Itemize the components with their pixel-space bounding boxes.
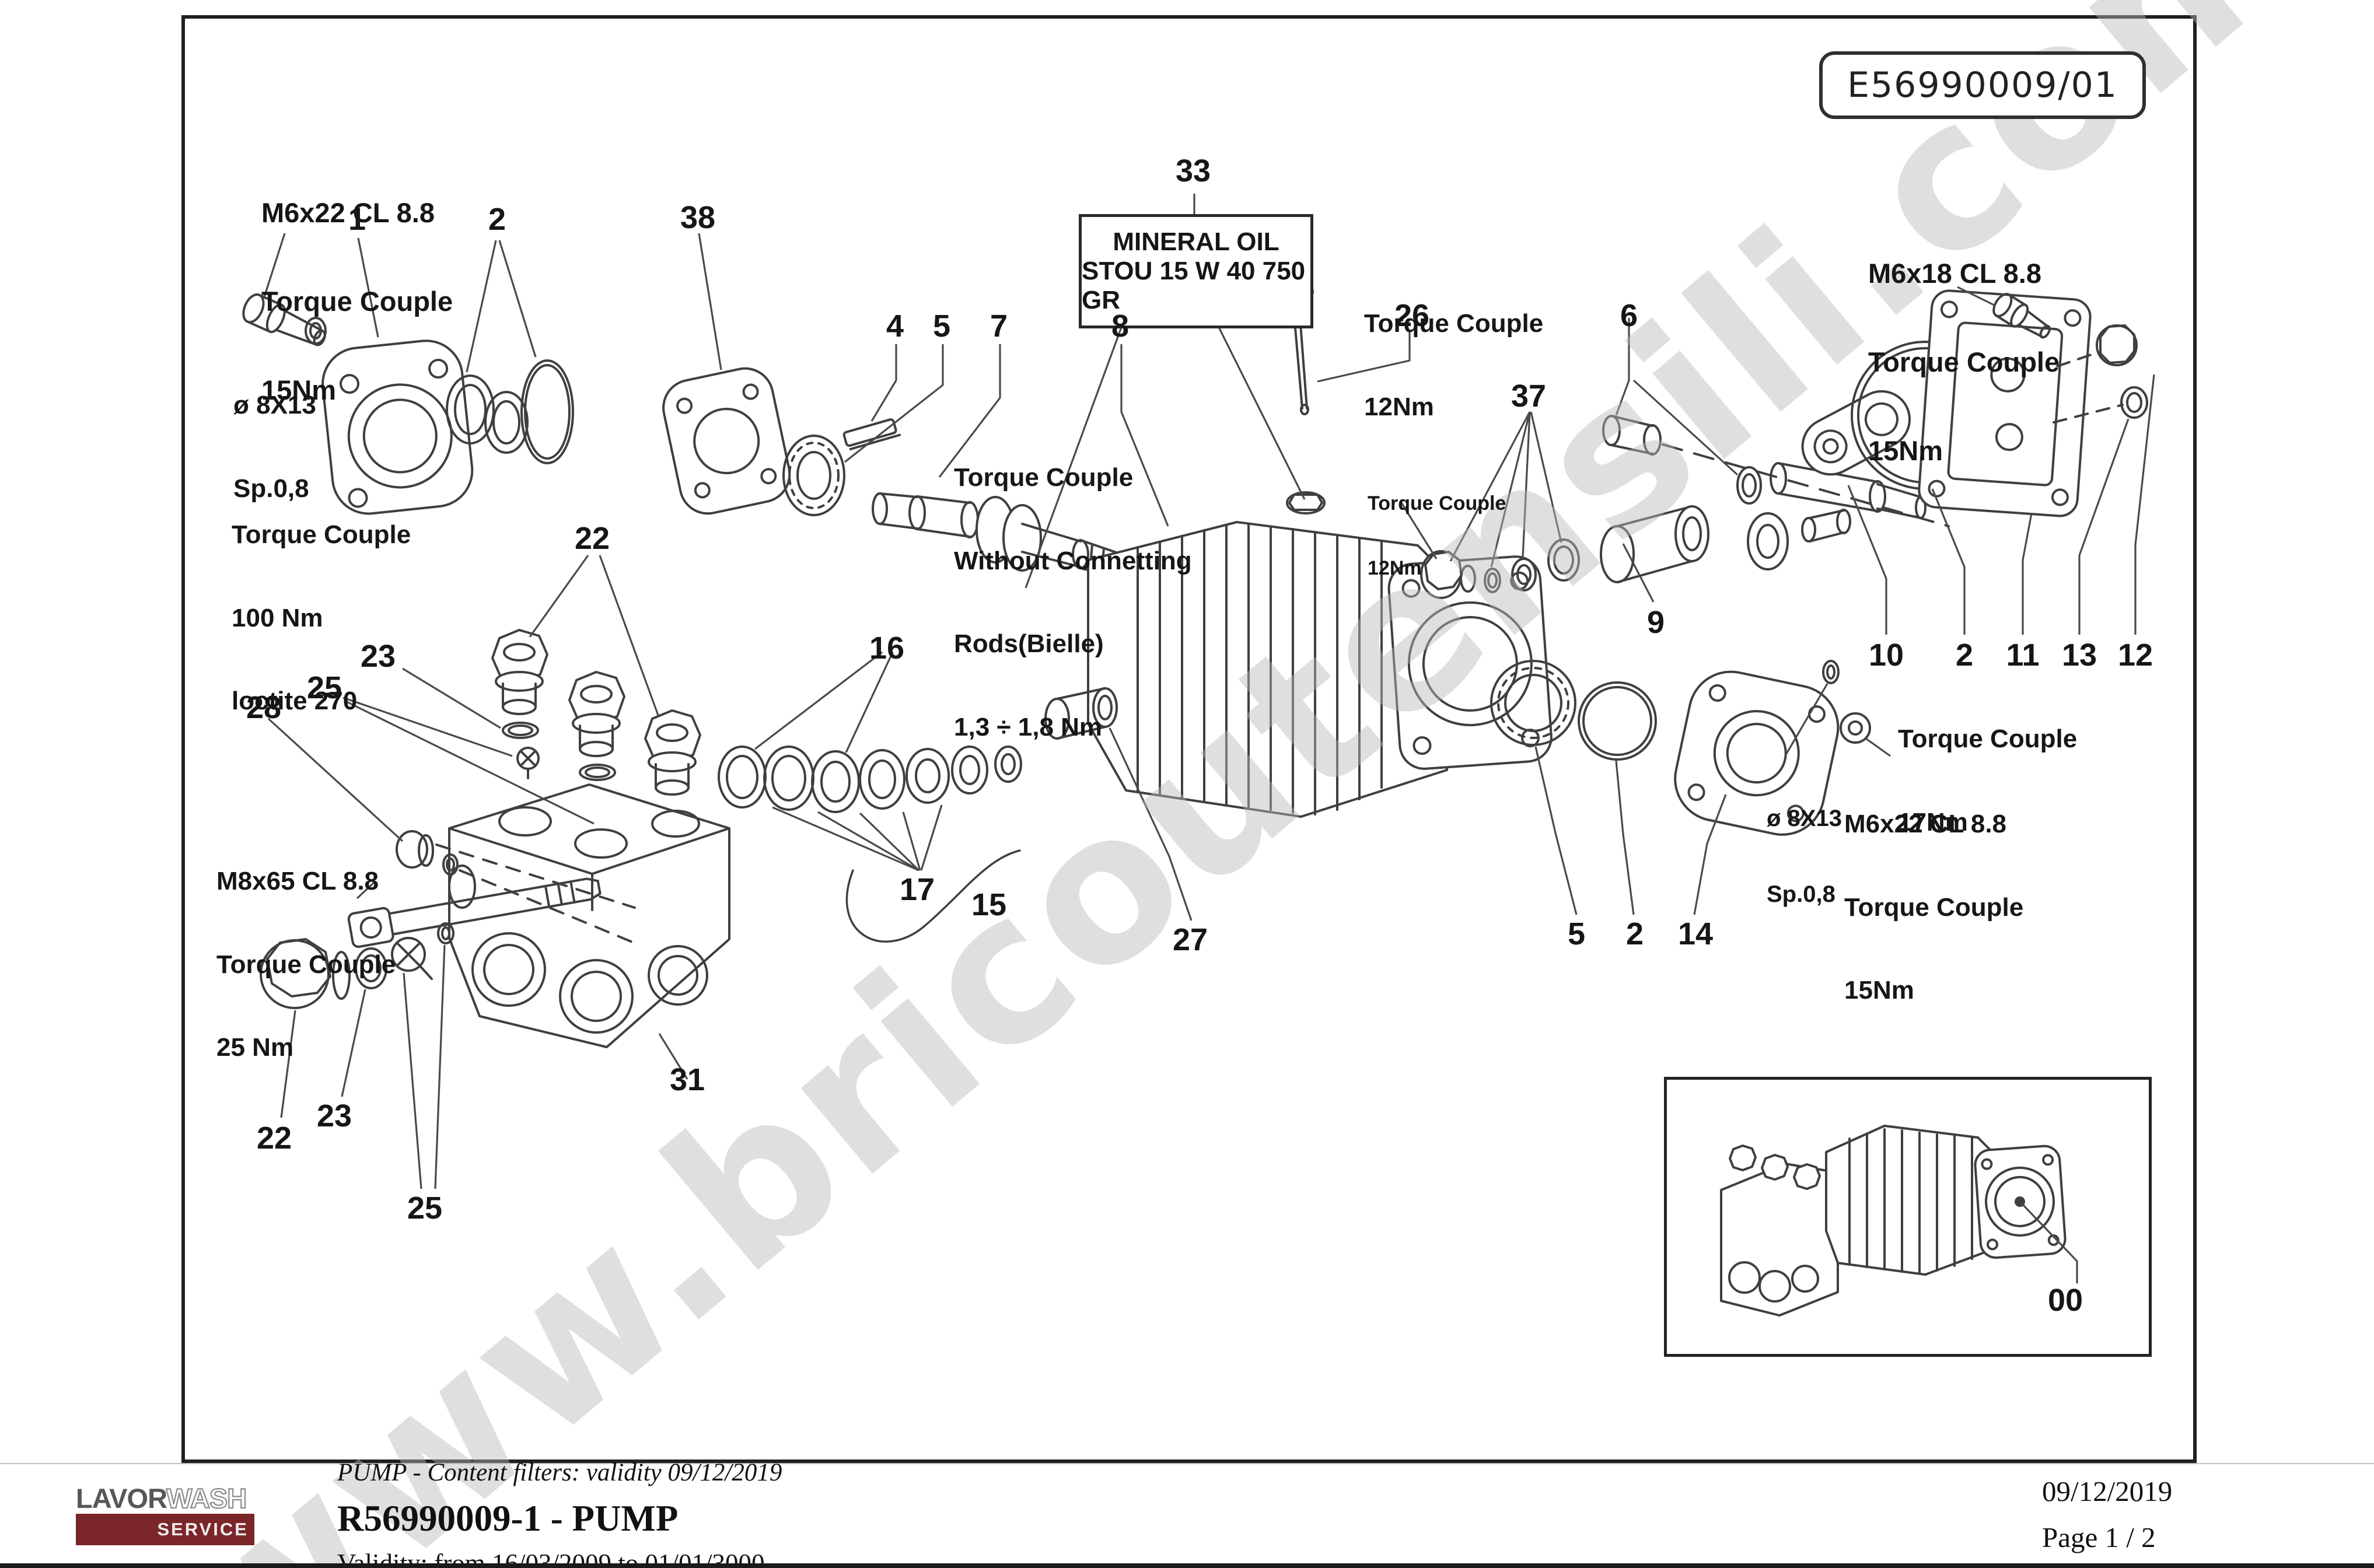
bearing: [782, 435, 845, 516]
part-number-label: 00: [2047, 1283, 2083, 1318]
part-number-label: 11: [2006, 638, 2040, 673]
piston-pin: [1602, 415, 1950, 527]
part-number-label: 27: [1172, 922, 1208, 957]
part-number-label: 12: [2117, 638, 2153, 673]
plate-code: E56990009/01: [1847, 65, 2118, 106]
part-number-label: 17: [899, 872, 935, 907]
part-number-label: 22: [256, 1121, 292, 1156]
part-number-label: 7: [990, 309, 1008, 344]
part-number-label: 25: [306, 670, 342, 705]
logo-word-service: SERVICE: [157, 1519, 249, 1539]
part-number-label: 23: [360, 639, 396, 674]
footer-filter-line: PUMP - Content filters: validity 09/12/2…: [337, 1459, 782, 1486]
hose-curve: [845, 849, 1021, 943]
part-number-label: 22: [574, 521, 610, 556]
part-number-label: 1: [348, 202, 366, 237]
part-number-label: 14: [1677, 916, 1714, 951]
footer-date: 09/12/2019: [2042, 1475, 2173, 1507]
annotation-union-torque: Torque Couple 100 Nm loctite 270: [232, 520, 411, 716]
oil-spec-line1: MINERAL OIL: [1113, 228, 1279, 256]
lavorwash-service-logo: LAVORWASH SERVICE: [76, 1483, 254, 1545]
shaft-key: [842, 418, 901, 450]
manifold-head: [448, 783, 730, 1048]
annotation-dipstick-torque: Torque Couple 12Nm: [1364, 309, 1544, 421]
oil-spec-line2: STOU 15 W 40 750 GR: [1082, 257, 1306, 314]
annotation-rod-torque: Torque Couple Without Connetting Rods(Bi…: [954, 463, 1192, 741]
oil-spec-box: MINERAL OIL STOU 15 W 40 750 GR: [1079, 214, 1313, 328]
annotation-shim-left: ø 8X13 Sp.0,8: [233, 391, 316, 503]
part-number-label: 6: [1620, 298, 1638, 333]
seal-rings: [446, 359, 574, 464]
drawing-frame: [181, 15, 2197, 1463]
annotation-bolt-top-right: M6x18 CL 8.8 Torque Couple 15Nm: [1868, 257, 2060, 466]
part-number-label: 13: [2061, 638, 2097, 673]
bolt-icon: [1992, 293, 2051, 339]
footer-document-title: R56990009-1 - PUMP: [337, 1498, 679, 1539]
piston-sleeve: [1044, 687, 1118, 740]
bearing-flange: [321, 340, 474, 515]
plug-and-washers: [1420, 505, 1851, 599]
crankshaft: [872, 492, 1128, 580]
shaft-stub: [1736, 462, 1927, 519]
annotation-bolt-right: M6x22 CL 8.8 Torque Couple 15Nm: [1844, 810, 2024, 1005]
logo-word-wash: WASH: [166, 1483, 247, 1514]
part-number-label: 4: [886, 309, 904, 344]
part-number-label: 5: [932, 309, 951, 344]
gasket: [662, 367, 791, 515]
annotation-shim-right: ø 8X13 Sp.0,8: [1767, 806, 1842, 907]
bearing-bracket: [1801, 390, 1911, 476]
logo-word-lavor: LAVOR: [76, 1483, 167, 1514]
part-number-label: 2: [1625, 916, 1644, 951]
part-number-label: 8: [1111, 309, 1130, 344]
leader-lines: [263, 194, 2155, 1283]
plate-code-box: E56990009/01: [1819, 51, 2146, 119]
part-number-label: 25: [407, 1191, 443, 1226]
footer-divider: [0, 1463, 2374, 1464]
thumbnail-inset-box: [1664, 1077, 2152, 1357]
output-bearing-group: [1490, 660, 1840, 836]
socket-bolt: [347, 877, 602, 949]
part-number-label: 28: [246, 690, 282, 725]
part-number-label: 26: [1394, 298, 1430, 333]
footer-page-number: Page 1 / 2: [2042, 1521, 2156, 1553]
page-bottom-rule: [0, 1563, 2374, 1568]
part-number-label: 5: [1567, 916, 1586, 951]
annotation-cover-torque: Torque Couple 17Nm: [1898, 724, 2078, 836]
footer-document-info: PUMP - Content filters: validity 09/12/2…: [337, 1458, 782, 1568]
seal-kit-row: [718, 746, 1022, 813]
rear-cover: [1918, 289, 2092, 517]
part-number-label: 15: [971, 887, 1007, 922]
part-number-label: 23: [316, 1098, 352, 1133]
footer-date-page: 09/12/2019 Page 1 / 2: [2042, 1475, 2172, 1554]
part-number-label: 16: [869, 631, 905, 666]
annotation-plug-torque: Torque Couple 12Nm: [1368, 492, 1506, 579]
part-number-label: 2: [1955, 638, 1974, 673]
plugs: [2053, 324, 2148, 424]
annotation-bolt-top-left: M6x22 CL 8.8 Torque Couple 15Nm: [261, 197, 453, 405]
part-number-label: 33: [1175, 153, 1211, 188]
washer-icon: [305, 317, 327, 345]
pump-body: [1087, 491, 1553, 818]
bolt-icon: [242, 293, 326, 346]
logo-service-bar: SERVICE: [76, 1514, 254, 1545]
assembled-pump-thumbnail: [1720, 1125, 2067, 1317]
part-number-label: 31: [669, 1062, 705, 1097]
part-number-label: 10: [1868, 638, 1904, 673]
bolt-end-icon: [1822, 660, 1871, 744]
drain-plug-group: [260, 922, 454, 1009]
part-number-label: 9: [1646, 605, 1665, 640]
part-number-label: 2: [488, 202, 506, 237]
part-number-label: 37: [1511, 379, 1547, 414]
part-number-label: 38: [680, 200, 716, 235]
annotation-head-bolt: M8x65 CL 8.8 Torque Couple 25 Nm: [216, 867, 396, 1062]
end-cap: [396, 830, 641, 946]
